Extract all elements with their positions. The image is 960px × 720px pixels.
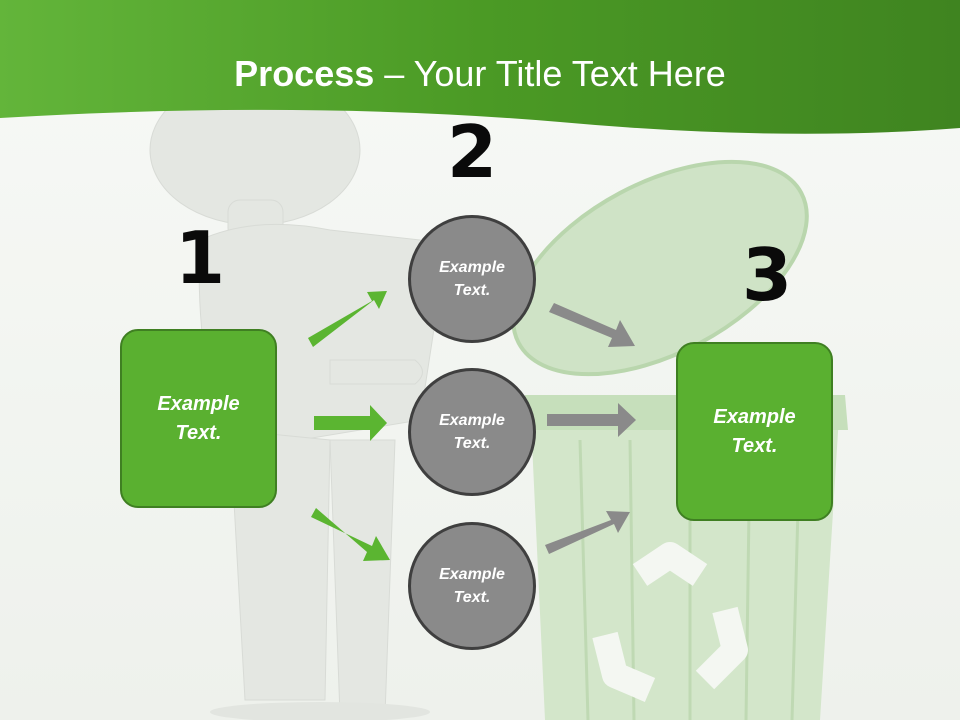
recycle-icon — [592, 542, 748, 702]
page-title-rest: – Your Title Text Here — [374, 53, 726, 94]
node-label-line2: Text. — [453, 589, 491, 606]
step-number-1: 1 — [174, 216, 226, 300]
arrow-gray-down-right — [549, 303, 635, 347]
arrow-right — [314, 405, 387, 441]
source-box-line2: Text. — [175, 421, 222, 444]
node-label-line1: Example — [439, 259, 505, 276]
process-node-2: Example Text. — [408, 368, 536, 496]
arrow-up-right — [308, 291, 387, 347]
arrow-gray-right — [547, 403, 636, 437]
node-label-line1: Example — [439, 412, 505, 429]
process-node-3: Example Text. — [408, 522, 536, 650]
node-label-line2: Text. — [453, 282, 491, 299]
process-node-1: Example Text. — [408, 215, 536, 343]
arrow-gray-up-right — [545, 511, 630, 554]
source-box-line1: Example — [157, 392, 240, 415]
step-number-3: 3 — [741, 233, 793, 317]
page-title-bold: Process — [234, 53, 375, 94]
target-box: Example Text. — [676, 342, 833, 521]
source-box: Example Text. — [120, 329, 277, 508]
target-box-line2: Text. — [731, 434, 778, 457]
node-label-line1: Example — [439, 566, 505, 583]
header-band — [0, 0, 960, 134]
arrow-down-right — [311, 508, 390, 561]
node-label-line2: Text. — [453, 435, 491, 452]
target-box-line1: Example — [713, 405, 796, 428]
step-number-2: 2 — [446, 110, 498, 194]
page-title: Process – Your Title Text Here — [0, 52, 960, 96]
